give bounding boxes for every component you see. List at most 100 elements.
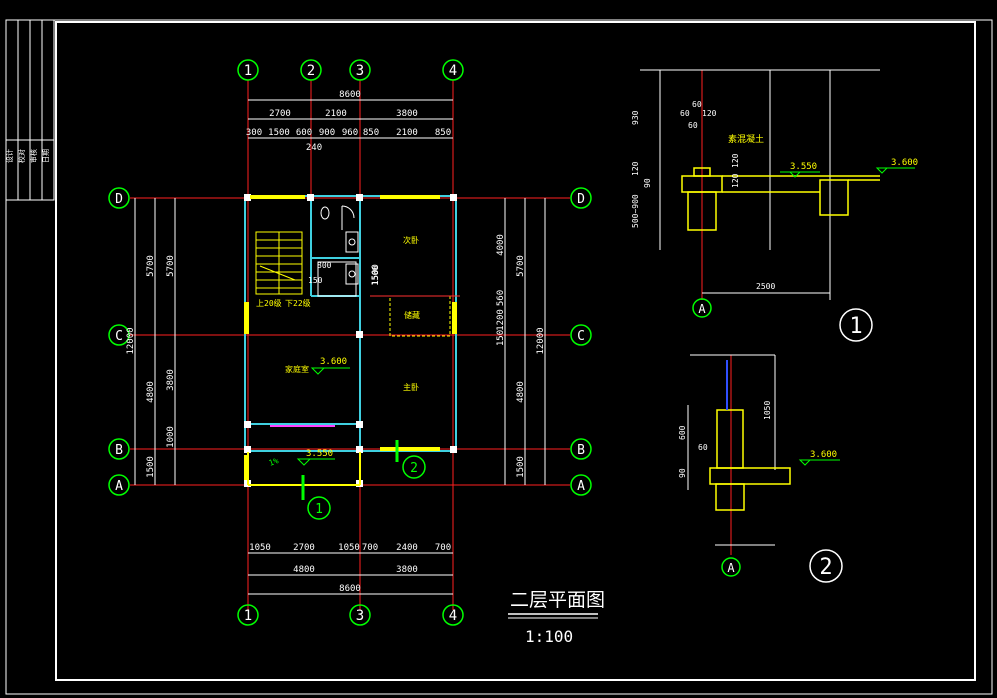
dim-top: 3800 [396, 109, 418, 119]
dim-left: 12000 [126, 327, 136, 354]
dim-left: 3800 [166, 369, 176, 391]
dim-bottom: 2400 [396, 543, 418, 553]
sheet-frame [5, 19, 993, 695]
detail1-axis: A [698, 302, 706, 316]
dim-right: 1500 [516, 456, 526, 478]
detail2-wall [709, 409, 791, 511]
room-label-family: 家庭室 [285, 364, 309, 374]
dim-top: 2100 [396, 128, 418, 138]
dim-top: 960 [342, 128, 358, 138]
axis-bubbles-bottom [237, 604, 464, 626]
dim-right: 1200 [496, 309, 506, 331]
dim-bottom: 4800 [293, 565, 315, 575]
stair-up-label: 上20级 [256, 298, 282, 308]
detail2-dim: 90 [678, 468, 687, 478]
axis-label-top: 1 [244, 63, 252, 79]
detail2-level: 3.600 [810, 450, 837, 460]
plan-title-block: 二层平面图 1:100 [508, 589, 605, 646]
dim-right: 4800 [516, 381, 526, 403]
dim-top: 850 [435, 128, 451, 138]
detail1-beam [681, 167, 880, 231]
dim-bottom: 3800 [396, 565, 418, 575]
callout-number: 2 [410, 461, 418, 476]
dim-left: 1500 [146, 456, 156, 478]
detail1-dim-top: 120 [702, 109, 717, 118]
axis-label-bottom: 1 [244, 608, 252, 624]
axis-label-left: A [115, 479, 123, 494]
detail1-dim-left: 500~900 [631, 194, 640, 228]
detail2-axis: A [727, 561, 735, 575]
detail1-dim-left: 90 [643, 178, 652, 188]
callout-number: 1 [315, 502, 323, 517]
detail2-number: 2 [819, 555, 832, 580]
detail2-dim: 60 [698, 443, 708, 452]
level-marks [296, 367, 350, 466]
room-label-master: 主卧 [403, 382, 419, 392]
dim-top: 300 [246, 128, 262, 138]
slope-label: 1% [268, 456, 280, 468]
title-block-field: 校对 [17, 149, 26, 163]
inner-dim: 800 [317, 261, 332, 270]
dim-top: 850 [363, 128, 379, 138]
detail-1: 素混凝土 930 120 90 500~900 60 60 120 60 120… [631, 69, 918, 342]
title-block-field: 日期 [42, 149, 50, 163]
room-label-storage: 储藏 [404, 310, 420, 320]
dim-right: 150 [496, 330, 506, 346]
axis-label-left: C [115, 329, 123, 344]
detail1-number: 1 [849, 314, 862, 339]
axis-label-left: B [115, 443, 123, 458]
storage-room [389, 295, 451, 337]
dimension-lines-bottom [248, 552, 453, 595]
dim-left: 4800 [146, 381, 156, 403]
axis-bubbles-top [237, 59, 464, 81]
detail1-width: 2500 [756, 282, 775, 291]
level-balcony: 3.550 [306, 449, 333, 459]
stair-down-label: 下22级 [285, 298, 311, 308]
bathroom-fixtures [317, 205, 359, 297]
dim-right: 12000 [536, 327, 546, 354]
axis-label-top: 4 [449, 63, 457, 79]
axis-label-right: A [577, 479, 585, 494]
detail1-dim-left: 120 [631, 161, 640, 176]
floor-plan: 1 2 3 4 1 3 4 D C [108, 59, 605, 646]
detail1-dim-left: 930 [631, 110, 640, 125]
detail1-dim-mid: 120 [731, 153, 740, 168]
axis-label-right: D [577, 192, 585, 207]
stair [255, 231, 303, 295]
title-block-field: 设计 [5, 149, 14, 163]
dimension-lines-top [248, 99, 453, 139]
walls [244, 195, 457, 452]
detail-2: 600 60 90 1050 3.600 A 2 [678, 354, 843, 583]
axis-label-top: 2 [307, 63, 315, 79]
dim-bottom: 2700 [293, 543, 315, 553]
detail1-level: 3.550 [790, 162, 817, 172]
dim-right: 1500 [371, 264, 381, 286]
columns [244, 194, 457, 487]
windows [244, 195, 457, 480]
dim-top: 240 [306, 143, 322, 153]
axis-label-right: B [577, 443, 585, 458]
detail2-dim: 600 [678, 425, 687, 440]
detail1-dim-mid: 120 [731, 173, 740, 188]
dim-right: 4000 [496, 234, 506, 256]
detail1-level: 3.600 [891, 158, 918, 168]
detail1-dim-top: 60 [688, 121, 698, 130]
dim-bottom: 1050 [249, 543, 271, 553]
dim-top: 900 [319, 128, 335, 138]
dim-top: 600 [296, 128, 312, 138]
dim-bottom: 700 [435, 543, 451, 553]
detail2-dim: 1050 [763, 401, 772, 420]
dim-right: 5700 [516, 255, 526, 277]
dim-top: 2700 [269, 109, 291, 119]
dim-overall-bottom: 8600 [339, 584, 361, 594]
plan-title: 二层平面图 [510, 589, 605, 611]
dim-left: 5700 [166, 255, 176, 277]
level-family: 3.600 [320, 357, 347, 367]
dim-top: 2100 [325, 109, 347, 119]
dim-left: 1000 [166, 426, 176, 448]
detail1-label: 素混凝土 [728, 133, 764, 145]
axis-label-right: C [577, 329, 585, 344]
axis-label-top: 3 [356, 63, 364, 79]
dimension-lines-right [504, 198, 546, 485]
